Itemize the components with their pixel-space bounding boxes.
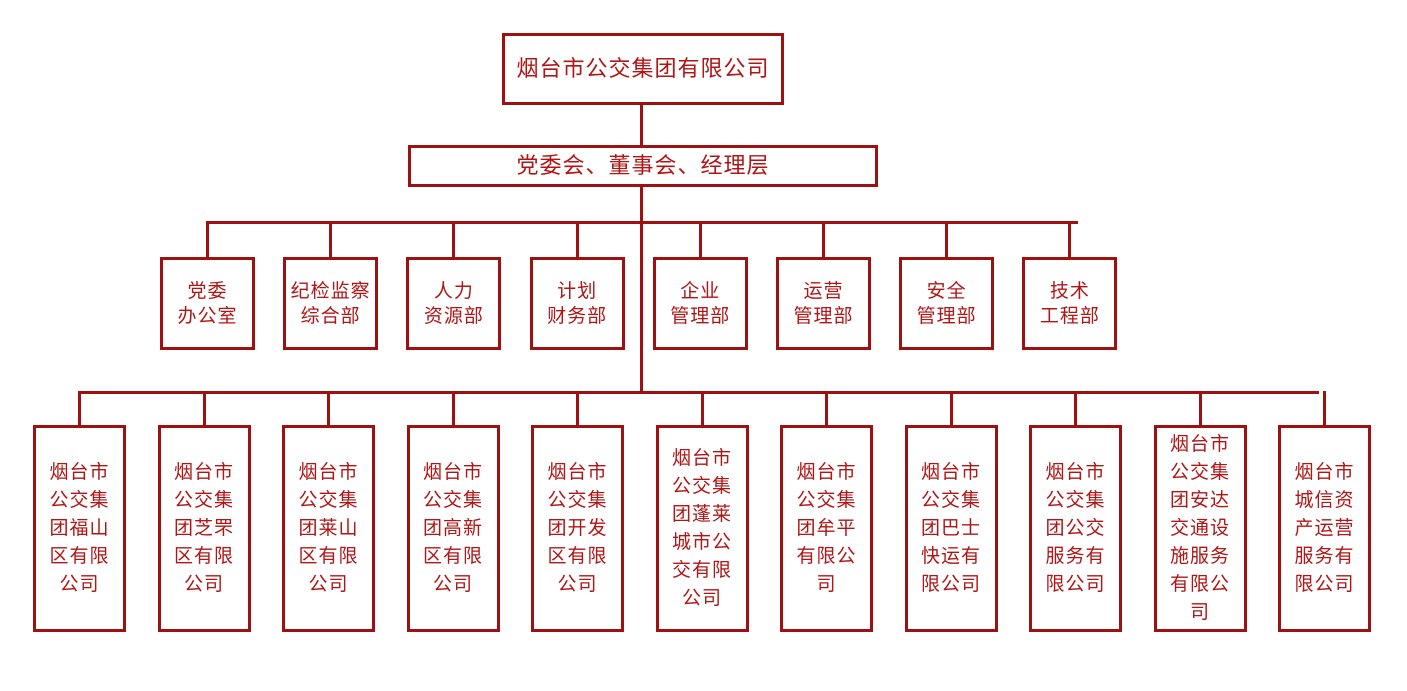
connector-department-4-drop [575,221,579,257]
connector-board-spine [640,187,643,392]
node-subsidiary-8[interactable]: 烟台市公交集团巴士快运有限公司 [904,425,998,632]
node-subsidiary-1-label: 烟台市公交集团福山区有限公司 [49,461,110,595]
node-group-company-label: 烟台市公交集团有限公司 [516,56,770,81]
node-subsidiary-7-label: 烟台市公交集团牟平有限公司 [796,461,857,595]
node-subsidiary-2-label: 烟台市公交集团芝罘区有限公司 [173,461,234,595]
node-department-8-label: 技术 工程部 [1039,280,1100,327]
node-subsidiary-9-label: 烟台市公交集团公交服务有限公司 [1045,461,1106,595]
node-group-company[interactable]: 烟台市公交集团有限公司 [502,33,784,105]
connector-subsidiary-7-drop [825,391,828,425]
connector-subsidiary-9-drop [1074,391,1077,425]
node-subsidiary-2[interactable]: 烟台市公交集团芝罘区有限公司 [157,425,251,632]
connector-subsidiary-6-drop [700,391,704,425]
node-subsidiary-10[interactable]: 烟台市公交集团安达交通设施服务有限公司 [1153,425,1247,632]
node-subsidiary-4[interactable]: 烟台市公交集团高新区有限公司 [406,425,500,632]
node-department-1-label: 党委 办公室 [177,280,238,327]
node-subsidiary-8-label: 烟台市公交集团巴士快运有限公司 [920,461,981,595]
node-governance-board-label: 党委会、董事会、经理层 [516,153,770,178]
connector-department-2-drop [329,221,333,257]
node-department-8[interactable]: 技术 工程部 [1022,257,1118,350]
node-subsidiary-4-label: 烟台市公交集团高新区有限公司 [422,461,483,595]
node-department-3[interactable]: 人力 资源部 [406,257,502,350]
node-department-5-label: 企业 管理部 [670,280,731,327]
node-department-1[interactable]: 党委 办公室 [160,257,255,350]
node-subsidiary-3[interactable]: 烟台市公交集团莱山区有限公司 [282,425,375,632]
node-subsidiary-7[interactable]: 烟台市公交集团牟平有限公司 [780,425,873,632]
connector-root-to-board [640,105,643,145]
node-department-2[interactable]: 纪检监察 综合部 [283,257,379,350]
node-subsidiary-5-label: 烟台市公交集团开发区有限公司 [547,461,608,595]
node-department-5[interactable]: 企业 管理部 [652,257,748,350]
node-subsidiary-10-label: 烟台市公交集团安达交通设施服务有限公司 [1169,433,1230,623]
connector-subsidiary-2-drop [202,391,206,425]
connector-subsidiary-1-drop [78,391,81,425]
connector-subsidiary-11-drop [1323,391,1326,425]
connector-subsidiary-8-drop [949,391,953,425]
node-department-2-label: 纪检监察 综合部 [290,280,371,327]
connector-subsidiary-5-drop [576,391,579,425]
node-subsidiary-6-label: 烟台市公交集团蓬莱城市公交有限公司 [671,447,732,609]
connector-department-3-drop [452,221,456,257]
connector-department-6-drop [822,221,825,257]
connector-department-8-drop [1068,221,1072,257]
node-department-3-label: 人力 资源部 [423,280,484,327]
connector-department-1-drop [206,221,209,257]
node-subsidiary-5[interactable]: 烟台市公交集团开发区有限公司 [531,425,624,632]
connector-subsidiary-4-drop [451,391,455,425]
node-department-7[interactable]: 安全 管理部 [899,257,995,350]
node-department-7-label: 安全 管理部 [916,280,977,327]
node-subsidiary-6[interactable]: 烟台市公交集团蓬莱城市公交有限公司 [655,425,749,632]
connector-department-7-drop [945,221,949,257]
node-subsidiary-3-label: 烟台市公交集团莱山区有限公司 [298,461,359,595]
connector-subsidiary-bus [79,391,1319,394]
node-governance-board[interactable]: 党委会、董事会、经理层 [408,145,878,187]
node-subsidiary-11[interactable]: 烟台市城信资产运营服务有限公司 [1278,425,1371,632]
node-department-4-label: 计划 财务部 [547,280,608,327]
node-subsidiary-11-label: 烟台市城信资产运营服务有限公司 [1294,461,1355,595]
connector-subsidiary-10-drop [1198,391,1202,425]
node-department-6[interactable]: 运营 管理部 [776,257,871,350]
connector-department-bus [206,221,1078,224]
connector-subsidiary-3-drop [327,391,330,425]
node-subsidiary-9[interactable]: 烟台市公交集团公交服务有限公司 [1029,425,1122,632]
node-department-6-label: 运营 管理部 [793,280,854,327]
node-department-4[interactable]: 计划 财务部 [529,257,625,350]
connector-department-5-drop [698,221,702,257]
node-subsidiary-1[interactable]: 烟台市公交集团福山区有限公司 [33,425,126,632]
